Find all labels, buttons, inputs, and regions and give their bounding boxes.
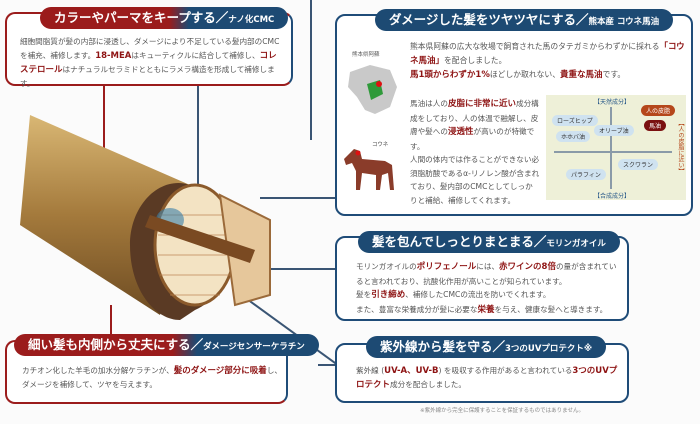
body-text: 成分を配合しました。 (390, 380, 466, 389)
sebum-position-chart: 【天然成分】 【合成成分】 【人の皮脂に近い】 人の皮脂 馬油 ローズヒップ ホ… (546, 95, 686, 200)
uv-subtitle: 3つのUVプロテクト※ (505, 344, 593, 354)
connector-line (260, 268, 335, 270)
body-text: し、ダメージを補修して、ツヤを与えます。 (22, 366, 282, 389)
moringa-title: 髪を包んでしっとりまとまる／ (372, 234, 547, 249)
horse-label: コウネ (372, 142, 389, 148)
map-label: 熊本県阿蘇 (352, 52, 380, 58)
moringa-subtitle: モリンガオイル (546, 239, 606, 249)
highlight-text: 浸透性 (447, 127, 474, 137)
highlight-text: コレステロール (20, 51, 277, 75)
highlight-text: 「コウネ馬油」 (410, 42, 685, 66)
body-text: 細胞間脂質が髪の内部に浸透し、ダメージにより不足している髪内部のCMCを補充、補… (20, 37, 280, 60)
chart-item-olive: オリーブ油 (594, 125, 634, 136)
highlight-text: 赤ワインの8倍 (499, 262, 556, 272)
connector-line (103, 85, 105, 170)
highlight-text: 皮脂に非常に近い (447, 99, 516, 109)
chart-axis-right-label: 【人の皮脂に近い】 (677, 120, 684, 174)
body-text: はナチュラルセラミドとともにラメラ構造を形成して補修します。 (20, 65, 275, 88)
cmc-header: カラーやパーマをキープする／ナノ化CMC (40, 7, 289, 29)
body-text: です。 (602, 70, 626, 79)
connector-line (318, 364, 335, 366)
chart-axis-bottom-label: 【合成成分】 (594, 193, 631, 200)
connector-line (197, 85, 199, 185)
chart-item-jojoba: ホホバ油 (556, 131, 591, 142)
body-text: 紫外線 ( (356, 366, 385, 375)
body-text: また、豊富な栄養成分が髪に必要な (356, 304, 478, 314)
highlight-text: 18-MEA (95, 51, 132, 61)
uv-header: 紫外線から髪を守る／3つのUVプロテクト※ (366, 336, 607, 358)
uv-disclaimer: ※紫外線から完全に保護することを保証するものではありません。 (420, 408, 584, 414)
chart-item-rosehip: ローズヒップ (552, 115, 598, 126)
body-text: 人間の体内では作ることができない必須脂肪酸であるα-リノレン酸が含まれており、髪… (410, 155, 540, 205)
horse-oil-body: 馬油は人の皮脂に非常に近い成分構成をしており、人の体温で融解し、皮膚や髪への浸透… (410, 97, 540, 207)
chart-item-human-sebum: 人の皮脂 (641, 105, 676, 116)
uv-description: 紫外線 (UV-A、UV-B) を吸収する作用があると言われている3つのUVプロ… (356, 364, 624, 392)
highlight-text: 髪のダメージ部分に吸着 (173, 366, 267, 376)
chart-item-squalane: スクワラン (618, 159, 659, 170)
horse-oil-subtitle: 熊本産 コウネ馬油 (588, 17, 660, 27)
body-text: 、補修したCMCの流出を防いでくれます。 (405, 290, 551, 299)
connector-line (260, 197, 335, 199)
highlight-text: ポリフェノール (416, 262, 477, 272)
body-text: モリンガオイルの (356, 262, 417, 271)
connector-line (110, 305, 112, 335)
moringa-header: 髪を包んでしっとりまとまる／モリンガオイル (358, 231, 620, 253)
horse-oil-header: ダメージした髪をツヤツヤにする／熊本産 コウネ馬油 (375, 9, 674, 31)
kyushu-map-icon (348, 65, 397, 114)
chart-vertical-axis (610, 107, 612, 189)
body-text: 熊本県阿蘇の広大な牧場で飼育された馬のタテガミからわずかに採れる (410, 42, 660, 51)
cmc-subtitle: ナノ化CMC (228, 15, 275, 25)
body-text: を配合しました。 (444, 56, 507, 65)
keratin-header: 細い髪も内側から丈夫にする／ダメージセンサーケラチン (14, 334, 319, 356)
highlight-text: 貴重な馬油 (560, 70, 603, 80)
chart-axis-top-label: 【天然成分】 (594, 99, 631, 106)
highlight-text: 馬1頭からわずか1% (410, 70, 490, 80)
uv-title: 紫外線から髪を守る／ (380, 339, 506, 354)
chart-horizontal-axis (554, 151, 672, 153)
body-text: はキューティクルに結合して補修し、 (131, 51, 260, 60)
horse-oil-title: ダメージした髪をツヤツヤにする／ (389, 12, 589, 27)
chart-item-horse-oil: 馬油 (644, 120, 667, 131)
body-text: を与え、健康な髪へと導きます。 (494, 304, 608, 314)
keratin-subtitle: ダメージセンサーケラチン (203, 342, 305, 352)
body-text: カチオン化した羊毛の加水分解ケラチンが、 (22, 366, 174, 375)
keratin-description: カチオン化した羊毛の加水分解ケラチンが、髪のダメージ部分に吸着し、ダメージを補修… (22, 364, 282, 392)
body-text: 髪を (356, 290, 372, 299)
body-text: 馬油は人の (410, 99, 448, 108)
connector-line (310, 0, 312, 140)
body-text: の量が含まれていると言われており、抗酸化作用が高いことが知られています。 (356, 262, 617, 286)
highlight-text: 栄養 (477, 304, 495, 315)
horse-icon (344, 149, 394, 190)
highlight-text: 引き締め (371, 290, 406, 300)
body-text: が高いのが特徴です。 (410, 127, 535, 151)
body-text: には、 (476, 262, 500, 271)
highlight-text: 3つのUVプロテクト (356, 366, 618, 390)
body-text: ) を吸収する作用があると言われている (438, 366, 573, 375)
cmc-description: 細胞間脂質が髪の内部に浸透し、ダメージにより不足している髪内部のCMCを補充、補… (20, 35, 282, 91)
hair-cross-section-illustration (20, 115, 271, 320)
body-text: 成分構成をしており、人の体温で融解し、皮膚や髪への (410, 99, 539, 136)
cmc-title: カラーやパーマをキープする／ (54, 10, 229, 25)
keratin-title: 細い髪も内側から丈夫にする／ (28, 337, 204, 352)
chart-item-paraffin: パラフィン (566, 169, 606, 180)
body-text: ほどしか取れない、 (489, 70, 561, 79)
moringa-description: モリンガオイルのポリフェノールには、赤ワインの8倍の量が含まれていると言われてお… (356, 260, 621, 317)
horse-oil-intro: 熊本県阿蘇の広大な牧場で飼育された馬のタテガミからわずかに採れる「コウネ馬油」を… (410, 40, 685, 82)
highlight-text: UV-A、UV-B (384, 366, 439, 376)
medulla (145, 215, 255, 263)
